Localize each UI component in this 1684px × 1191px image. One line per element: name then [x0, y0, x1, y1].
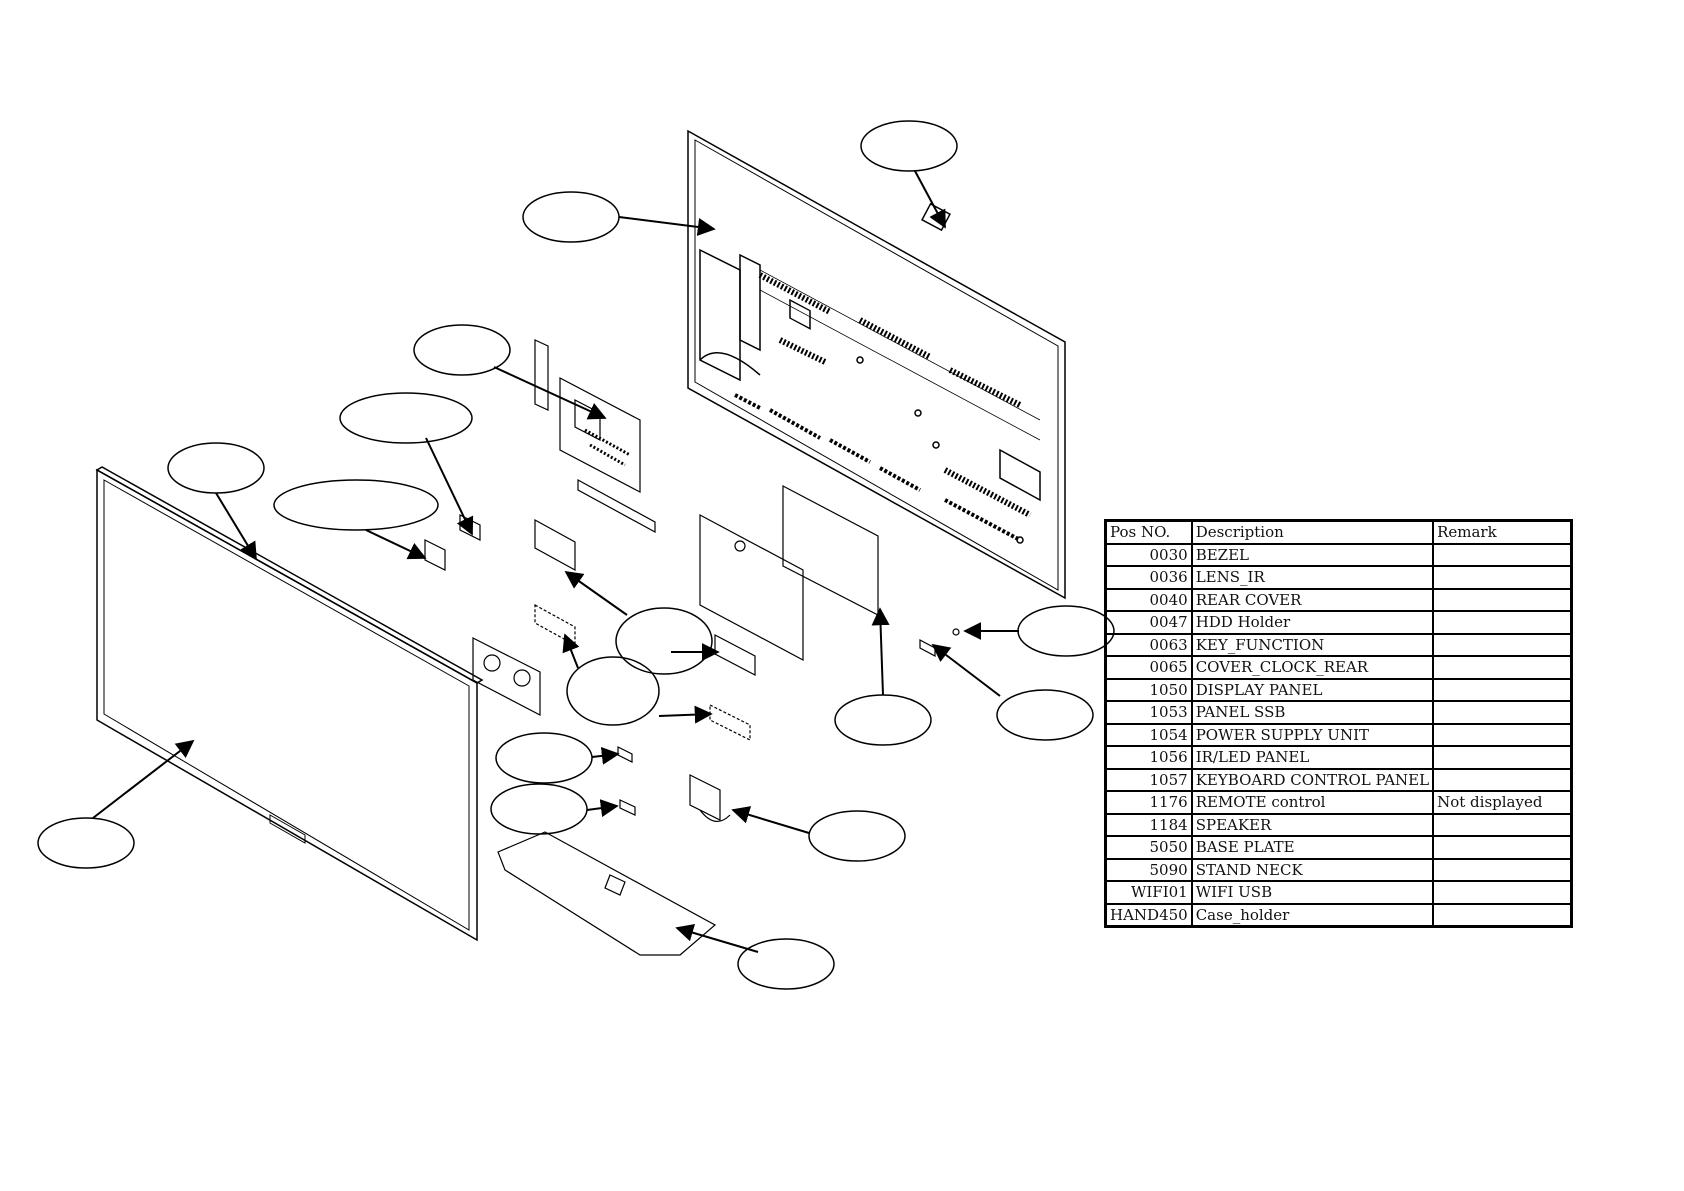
base-plate-part	[497, 831, 717, 956]
pos-cell: 0047	[1104, 610, 1193, 635]
description-cell: IR/LED PANEL	[1190, 745, 1435, 770]
pos-cell: 0030	[1104, 542, 1193, 567]
callout-9	[1017, 605, 1115, 657]
callout-12	[495, 732, 593, 784]
header-remark: Remark	[1432, 519, 1573, 545]
bezel-part	[95, 466, 484, 942]
description-cell: POWER SUPPLY UNIT	[1190, 722, 1435, 747]
pos-cell: 1050	[1104, 677, 1193, 702]
description-cell: STAND NECK	[1190, 857, 1435, 882]
header-pos-no: Pos NO.	[1104, 519, 1193, 545]
remark-cell	[1432, 565, 1573, 590]
description-cell: BASE PLATE	[1190, 835, 1435, 860]
pos-cell: 0063	[1104, 632, 1193, 657]
pos-cell: HAND450	[1104, 902, 1193, 928]
pos-cell: 0036	[1104, 565, 1193, 590]
callout-8	[566, 656, 660, 726]
remark-cell	[1432, 610, 1573, 635]
description-cell: BEZEL	[1190, 542, 1435, 567]
remark-cell	[1432, 902, 1573, 928]
pos-cell: 1184	[1104, 812, 1193, 837]
pos-cell: 0065	[1104, 655, 1193, 680]
remark-cell	[1432, 677, 1573, 702]
rear-cover-part	[687, 129, 1066, 600]
pos-cell: 0040	[1104, 587, 1193, 612]
description-cell: REAR COVER	[1190, 587, 1435, 612]
pos-cell: WIFI01	[1104, 880, 1193, 905]
callout-7	[615, 607, 713, 675]
remark-cell	[1432, 587, 1573, 612]
leader-lines	[92, 170, 1019, 953]
remark-cell: Not displayed	[1432, 790, 1573, 815]
remark-cell	[1432, 880, 1573, 905]
pos-cell: 1176	[1104, 790, 1193, 815]
remark-cell	[1432, 812, 1573, 837]
panel-ssb-part	[534, 339, 656, 534]
remark-cell	[1432, 700, 1573, 725]
header-description: Description	[1190, 519, 1435, 545]
callout-15	[37, 817, 135, 869]
description-cell: REMOTE control	[1190, 790, 1435, 815]
remark-cell	[1432, 835, 1573, 860]
callout-4	[339, 392, 473, 444]
remark-cell	[1432, 632, 1573, 657]
pos-cell: 5090	[1104, 857, 1193, 882]
callout-10	[996, 689, 1094, 741]
pos-cell: 1054	[1104, 722, 1193, 747]
callout-14	[808, 810, 906, 862]
pos-cell: 5050	[1104, 835, 1193, 860]
description-cell: HDD Holder	[1190, 610, 1435, 635]
description-cell: LENS_IR	[1190, 565, 1435, 590]
callout-5	[167, 442, 265, 494]
description-cell: WIFI USB	[1190, 880, 1435, 905]
description-cell: SPEAKER	[1190, 812, 1435, 837]
table-header-row: Pos NO. Description Remark	[1104, 519, 1573, 545]
callout-13	[490, 783, 588, 835]
remark-cell	[1432, 655, 1573, 680]
description-cell: KEYBOARD CONTROL PANEL	[1190, 767, 1435, 792]
description-cell: PANEL SSB	[1190, 700, 1435, 725]
callout-1	[860, 120, 958, 172]
pos-cell: 1057	[1104, 767, 1193, 792]
pos-cell: 1053	[1104, 700, 1193, 725]
remark-cell	[1432, 857, 1573, 882]
description-cell: COVER_CLOCK_REAR	[1190, 655, 1435, 680]
description-cell: KEY_FUNCTION	[1190, 632, 1435, 657]
callout-11	[834, 694, 932, 746]
remark-cell	[1432, 542, 1573, 567]
callout-3	[413, 324, 511, 376]
description-cell: DISPLAY PANEL	[1190, 677, 1435, 702]
callout-6	[273, 479, 439, 531]
description-cell: Case_holder	[1190, 902, 1435, 928]
remark-cell	[1432, 745, 1573, 770]
remark-cell	[1432, 722, 1573, 747]
callout-16	[737, 938, 835, 990]
power-supply-part	[699, 485, 879, 662]
pos-cell: 1056	[1104, 745, 1193, 770]
remark-cell	[1432, 767, 1573, 792]
callout-2	[522, 191, 620, 243]
callout-bubbles	[37, 120, 1115, 990]
